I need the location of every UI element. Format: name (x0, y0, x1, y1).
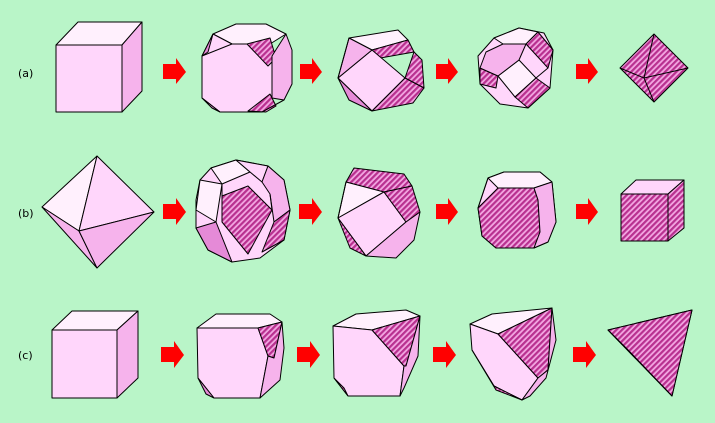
row-c-tetrahedral-truncated (469, 307, 557, 401)
row-a-label: (a) (18, 67, 34, 80)
row-b-truncated-cube (477, 171, 557, 249)
row-c-tetrahedron (607, 309, 693, 397)
row-c-label: (c) (18, 349, 33, 362)
row-b-octahedron (41, 155, 155, 269)
row-b-cuboctahedron (337, 167, 421, 259)
row-c-truncated-corners (196, 313, 285, 399)
row-c-cube (51, 310, 139, 399)
row-a-octahedron (619, 33, 689, 103)
arrow-icon (161, 58, 598, 368)
row-a-cuboctahedron (337, 29, 425, 112)
row-a-truncated-cube (201, 23, 293, 113)
row-a-rhombic-shape (477, 27, 554, 109)
row-b-cube (620, 179, 685, 242)
row-b-label: (b) (18, 207, 34, 220)
row-b-truncated-octahedron (195, 159, 291, 263)
row-a-cube (55, 21, 143, 113)
row-c-truncated-tetrahedral (332, 309, 421, 397)
